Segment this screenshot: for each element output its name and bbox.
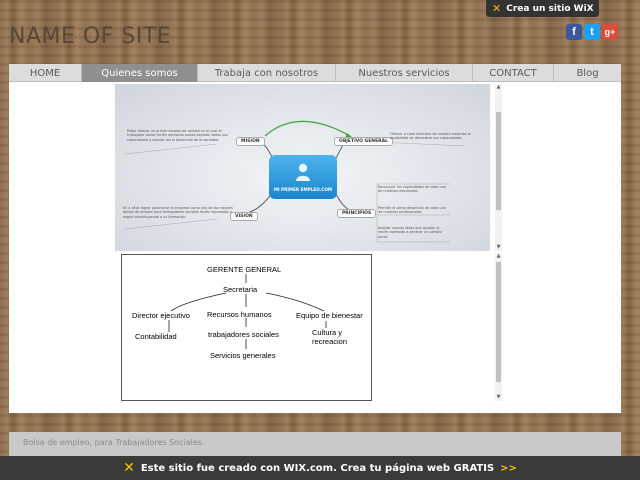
scroll-up-icon[interactable]: ▲ <box>496 84 501 90</box>
principios-node: PRINCIPIOS <box>337 209 377 218</box>
objetivo-node: OBJETIVO GENERAL <box>334 137 393 146</box>
scrollbar-thumb-top[interactable] <box>496 112 501 210</box>
main-nav: HOME Quienes somos Trabaja con nosotros … <box>9 64 621 82</box>
org-servicios-generales: Servicios generales <box>210 351 276 360</box>
org-secretaria: Secretaria <box>223 285 258 294</box>
mision-node: MISION <box>236 137 265 146</box>
principio-3-text: Aportar nuevas ideas que ayuden al recié… <box>378 226 442 239</box>
org-equipo-bienestar: Equipo de bienestar <box>296 311 363 320</box>
vision-node: VISION <box>230 212 258 221</box>
person-icon <box>296 163 310 181</box>
principio-2-text: Permitir el pleno desarrollo de cada uno… <box>378 206 446 215</box>
footer-text: Bolsa de empleo, para Trabajadores Socia… <box>23 438 205 447</box>
scroll-down-icon[interactable]: ▼ <box>496 244 501 250</box>
wix-logo-icon: ✕ <box>123 460 135 476</box>
org-chart-connectors <box>168 274 327 349</box>
nav-item-servicios[interactable]: Nuestros servicios <box>336 64 473 82</box>
mind-map-image: Poder ofrecer un primer empleo de calida… <box>115 84 490 251</box>
mision-text: Poder ofrecer un primer empleo de calida… <box>127 129 228 142</box>
scrollbar-thumb-bottom[interactable] <box>496 262 501 382</box>
nav-item-home[interactable]: HOME <box>9 64 82 82</box>
nav-item-blog[interactable]: Blog <box>576 67 599 79</box>
site-title: NAME OF SITE <box>9 24 172 49</box>
wix-ad-banner[interactable]: ✕ Este sitio fue creado con WIX.com. Cre… <box>0 456 640 480</box>
wix-top-label: Crea un sitio WiX <box>506 3 594 14</box>
nav-item-quienes-somos[interactable]: Quienes somos <box>82 64 198 82</box>
vision-text: En 4 años lograr posicionar la empresa c… <box>123 206 233 219</box>
mind-map-center-node: MI PRIMER EMPLEO.COM <box>269 155 337 199</box>
org-trabajadores-sociales: trabajadores sociales <box>208 330 279 339</box>
scroll-up-icon[interactable]: ▲ <box>496 253 501 259</box>
org-chart: GERENTE GENERAL Secretaria Director ejec… <box>121 254 372 401</box>
nav-item-contact[interactable]: CONTACT <box>473 64 554 82</box>
org-contabilidad: Contabilidad <box>135 332 177 341</box>
scrollbar-top[interactable]: ▲ ▼ <box>495 84 502 251</box>
wix-logo-icon: ✕ <box>492 2 502 15</box>
twitter-icon[interactable]: t <box>584 24 600 40</box>
facebook-icon[interactable]: f <box>566 24 582 40</box>
footer: Bolsa de empleo, para Trabajadores Socia… <box>9 432 621 456</box>
org-cultura: Cultura y <box>312 328 343 337</box>
google-plus-icon[interactable]: g+ <box>602 24 618 40</box>
content-panel: Poder ofrecer un primer empleo de calida… <box>9 82 621 413</box>
scroll-down-icon[interactable]: ▼ <box>496 394 501 400</box>
nav-item-trabaja[interactable]: Trabaja con nosotros <box>198 64 336 82</box>
scrollbar-bottom[interactable]: ▲ ▼ <box>495 253 502 401</box>
org-recreacion: recreacion <box>312 337 348 346</box>
mind-map-center-label: MI PRIMER EMPLEO.COM <box>273 187 333 192</box>
wix-banner-cta[interactable]: >> <box>500 462 517 474</box>
create-wix-site-button[interactable]: ✕ Crea un sitio WiX <box>486 0 599 17</box>
social-links: f t g+ <box>566 24 618 40</box>
objetivo-text: Ofrecer a cada miembro de nuestra empres… <box>390 132 471 141</box>
org-gerente-general: GERENTE GENERAL <box>207 265 282 274</box>
org-director-ejecutivo: Director ejecutivo <box>132 311 190 320</box>
principio-1-text: Reconocer las capacidades de cada uno de… <box>378 185 446 194</box>
wix-banner-text: Este sitio fue creado con WIX.com. Crea … <box>140 462 495 474</box>
org-recursos-humanos: Recursos humanos <box>207 310 272 319</box>
